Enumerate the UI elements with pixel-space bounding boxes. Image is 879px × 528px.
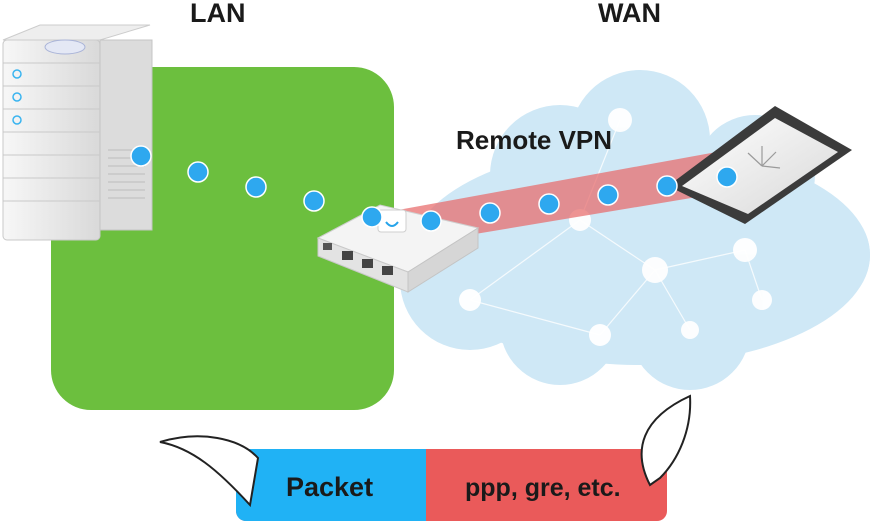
packet-dot [479,202,501,224]
packet-dot [716,166,738,188]
curl-right-icon [640,394,692,487]
tablet-icon [668,106,852,224]
packet-dot [130,145,152,167]
packet-diagram [159,394,692,521]
packet-dot [597,184,619,206]
encapsulation-label: ppp, gre, etc. [465,474,621,502]
lan-label: LAN [190,0,246,28]
packet-dot [245,176,267,198]
payload-segment [236,449,426,521]
packet-dot [656,175,678,197]
packet-dot [303,190,325,212]
packet-dot [361,206,383,228]
remote-vpn-label: Remote VPN [456,125,613,155]
payload-label: Packet [286,472,374,502]
server-rack-icon [2,24,153,241]
curl-left-icon [159,435,260,508]
packet-path-dots [130,145,738,232]
packet-dot [420,210,442,232]
packet-dot [538,193,560,215]
packet-dot [187,161,209,183]
wan-label: WAN [598,0,661,28]
